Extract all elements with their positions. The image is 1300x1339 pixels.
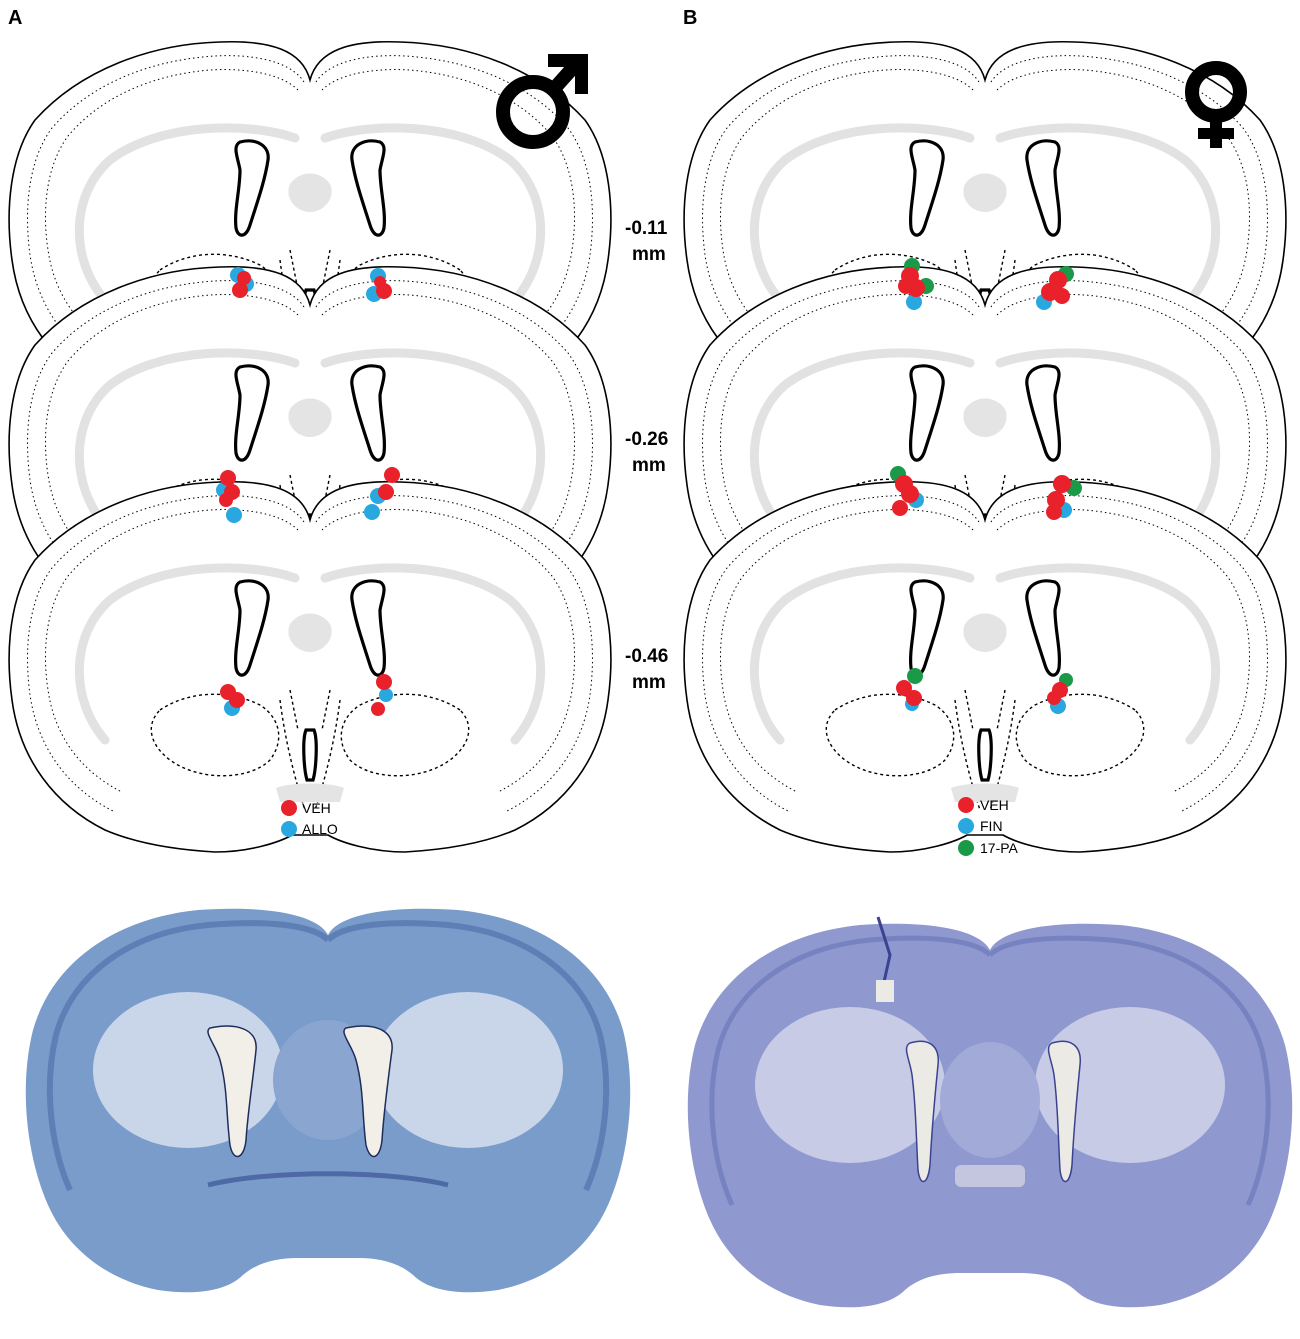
site-allo bbox=[226, 507, 242, 523]
legend-swatch-veh bbox=[281, 800, 297, 816]
panel-b: B bbox=[683, 7, 1286, 856]
depth-value: -0.46 bbox=[625, 646, 668, 667]
legend-label-veh: VEH bbox=[302, 800, 331, 816]
legend-swatch-allo bbox=[281, 821, 297, 837]
site-veh bbox=[1046, 504, 1062, 520]
site-veh bbox=[220, 470, 236, 486]
site-veh bbox=[906, 690, 922, 706]
panel-letter-b: B bbox=[683, 7, 697, 29]
injection-sites-male bbox=[216, 267, 400, 716]
site-veh bbox=[378, 484, 394, 500]
site-veh bbox=[237, 271, 251, 285]
site-veh bbox=[371, 702, 385, 716]
male-symbol-icon bbox=[496, 54, 588, 149]
site-veh bbox=[1053, 475, 1071, 493]
depth-value: -0.11 bbox=[625, 218, 668, 239]
site-veh bbox=[374, 276, 386, 288]
depth-value: -0.26 bbox=[625, 429, 668, 450]
legend-label-17pa: 17-PA bbox=[980, 840, 1019, 856]
site-veh bbox=[901, 485, 919, 503]
legend-label-fin: FIN bbox=[980, 818, 1003, 834]
depth-labels: -0.11 mm -0.26 mm -0.46 mm bbox=[625, 218, 668, 693]
depth-unit: mm bbox=[632, 672, 666, 693]
site-veh bbox=[1054, 288, 1070, 304]
depth-unit: mm bbox=[632, 244, 666, 265]
legend-label-veh: VEH bbox=[980, 797, 1009, 813]
site-veh bbox=[1047, 691, 1061, 705]
site-veh bbox=[892, 500, 908, 516]
legend-swatch-veh bbox=[958, 797, 974, 813]
panel-letter-a: A bbox=[8, 7, 22, 29]
female-symbol-icon bbox=[1185, 61, 1247, 148]
site-veh bbox=[376, 674, 392, 690]
legend-female: VEH FIN 17-PA bbox=[958, 797, 1019, 856]
site-allo bbox=[379, 688, 393, 702]
site-pa17 bbox=[907, 668, 923, 684]
legend-label-allo: ALLO bbox=[302, 821, 338, 837]
stained-section-female bbox=[687, 916, 1293, 1308]
site-veh bbox=[896, 680, 912, 696]
stained-section-male bbox=[25, 908, 631, 1293]
legend-swatch-17pa bbox=[958, 840, 974, 856]
injection-sites-female bbox=[890, 258, 1082, 714]
site-veh bbox=[219, 493, 233, 507]
site-veh bbox=[229, 692, 245, 708]
legend-swatch-fin bbox=[958, 818, 974, 834]
site-veh bbox=[898, 278, 914, 294]
site-allo bbox=[364, 504, 380, 520]
site-veh bbox=[232, 282, 248, 298]
depth-unit: mm bbox=[632, 455, 666, 476]
site-veh bbox=[384, 467, 400, 483]
panel-a: A bbox=[8, 7, 611, 852]
male-section-3 bbox=[9, 482, 611, 852]
site-fin bbox=[906, 294, 922, 310]
legend-male: VEH ALLO bbox=[281, 800, 338, 837]
